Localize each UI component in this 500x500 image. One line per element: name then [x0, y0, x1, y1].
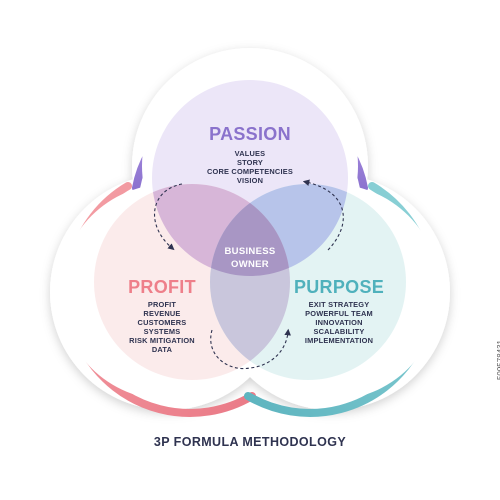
profit-item: DATA: [152, 345, 173, 354]
profit-title: PROFIT: [128, 277, 196, 297]
footer-title: 3P FORMULA METHODOLOGY: [153, 435, 347, 449]
passion-item: STORY: [237, 158, 263, 167]
arrow-profit-to-purpose: [210, 328, 291, 370]
purpose-item: POWERFUL TEAM: [305, 309, 373, 318]
purpose-item: IMPLEMENTATION: [305, 336, 373, 345]
profit-item: CUSTOMERS: [138, 318, 187, 327]
arrow-passion-to-profit: [153, 183, 183, 251]
passion-title: PASSION: [209, 124, 291, 144]
center-label-line1: BUSINESS: [225, 246, 276, 257]
profit-item: SYSTEMS: [144, 327, 181, 336]
purpose-item: INNOVATION: [315, 318, 362, 327]
profit-item: REVENUE: [143, 309, 180, 318]
profit-item: RISK MITIGATION: [129, 336, 195, 345]
overlap-center: [210, 184, 290, 276]
arrow-purpose-to-passion: [302, 179, 344, 251]
center-label-line2: OWNER: [231, 259, 269, 270]
profit-item: PROFIT: [148, 300, 177, 309]
passion-item: CORE COMPETENCIES: [207, 167, 293, 176]
purpose-item: EXIT STRATEGY: [309, 300, 370, 309]
passion-item: VALUES: [235, 149, 266, 158]
stock-id-watermark: 509578431: [496, 340, 500, 381]
purpose-item: SCALABILITY: [313, 327, 364, 336]
passion-item: VISION: [237, 176, 263, 185]
purpose-title: PURPOSE: [294, 277, 384, 297]
